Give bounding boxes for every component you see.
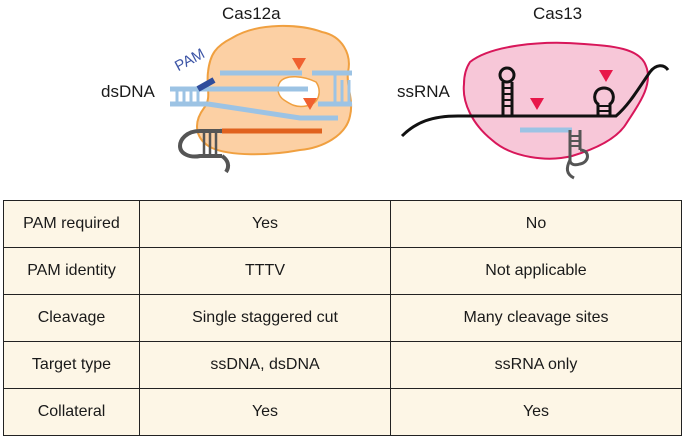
table-row: PAM required Yes No <box>3 200 682 248</box>
cas13-cut-marker-right <box>599 70 613 82</box>
comparison-table: PAM required Yes No PAM identity TTTV No… <box>3 200 682 436</box>
cas12a-cut-marker-bottom <box>303 98 317 110</box>
table-row: Target type ssDNA, dsDNA ssRNA only <box>3 341 682 389</box>
row-header: PAM identity <box>3 247 140 295</box>
mechanism-diagram: Cas12a Cas13 dsDNA ssRNA PAM <box>0 0 685 185</box>
table-row: Collateral Yes Yes <box>3 388 682 436</box>
dsdna-label: dsDNA <box>101 82 155 101</box>
table-row: PAM identity TTTV Not applicable <box>3 247 682 295</box>
ssrna-strand <box>400 64 670 138</box>
cas13-cut-marker-left <box>530 98 544 110</box>
dsdna-strands <box>170 70 352 134</box>
pam-mark <box>196 77 216 92</box>
row-header: Target type <box>3 341 140 389</box>
cas13-cell: Yes <box>390 388 682 436</box>
diagram-canvas <box>170 25 670 180</box>
ssrna-label: ssRNA <box>397 82 450 101</box>
ssrna-hairpin-right <box>593 86 615 116</box>
cas13-cell: Not applicable <box>390 247 682 295</box>
table-row: Cleavage Single staggered cut Many cleav… <box>3 294 682 342</box>
row-header: PAM required <box>3 200 140 248</box>
dsdna-rungs <box>175 73 351 104</box>
ssrna-hairpin-left <box>498 66 516 116</box>
cas12a-cell: ssDNA, dsDNA <box>139 341 391 389</box>
cas13-cell: Many cleavage sites <box>390 294 682 342</box>
cas12a-cell: Yes <box>139 388 391 436</box>
cas12a-cell: Yes <box>139 200 391 248</box>
cas12a-crrna-hairpin <box>177 129 231 174</box>
cas13-cell: No <box>390 200 682 248</box>
cas12a-title: Cas12a <box>222 4 281 23</box>
cas13-title: Cas13 <box>533 4 583 23</box>
cas13-cell: ssRNA only <box>390 341 682 389</box>
cas12a-cut-marker-top <box>292 58 306 70</box>
row-header: Collateral <box>3 388 140 436</box>
row-header: Cleavage <box>3 294 140 342</box>
cas12a-cell: Single staggered cut <box>139 294 391 342</box>
cas12a-cell: TTTV <box>139 247 391 295</box>
cas13-protein-shape <box>462 41 649 160</box>
cas13-crrna-hairpin <box>565 130 589 180</box>
